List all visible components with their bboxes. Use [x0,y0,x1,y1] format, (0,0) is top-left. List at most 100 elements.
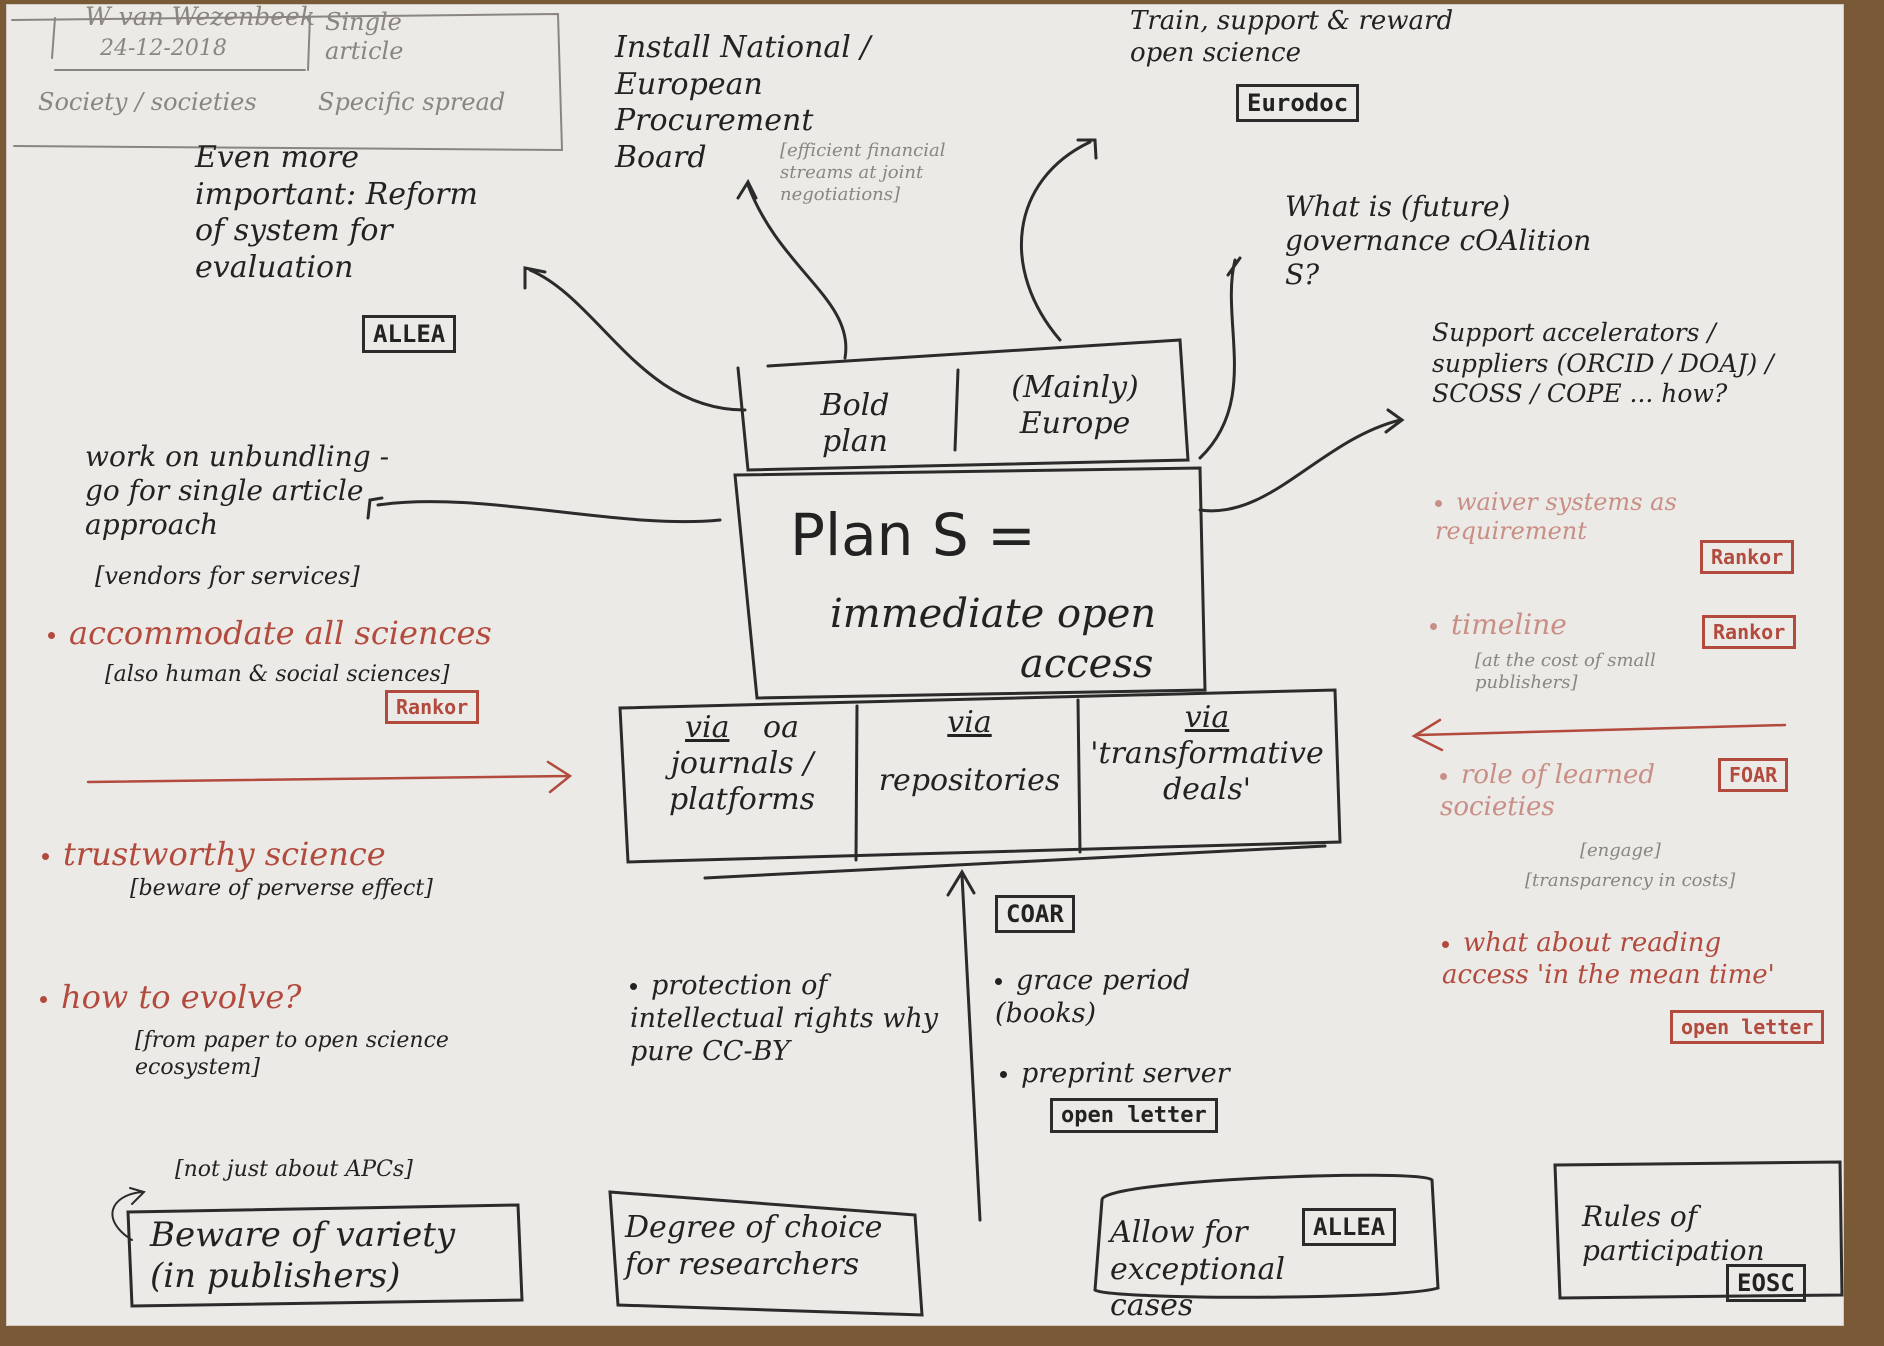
via-label-2: via [947,705,992,740]
bullet-dot [1000,1071,1007,1078]
rules-box-outline [1553,1160,1844,1300]
header-topic-right: Specific spread [318,88,506,116]
learned-note: role of learned societies [1440,760,1700,823]
via-oa-text: journals / platforms [668,746,816,817]
via-label-3: via [1184,700,1230,735]
header-topic-left: Society / societies [38,88,257,116]
evolve-sub: [from paper to open science ecosystem] [135,1028,449,1080]
coar-tag: COAR [995,895,1075,933]
reading-note: what about reading access 'in the mean t… [1442,928,1812,991]
protection-note: protection of intellectual rights why pu… [630,970,950,1069]
preprint-note: preprint server [1000,1058,1230,1091]
reading-tag: open letter [1670,1010,1825,1044]
arrow-to-train [1019,138,1098,342]
timeline-text: timeline [1451,608,1567,641]
even-more-tag: ALLEA [362,315,457,353]
trust-note: trustworthy science [42,835,386,874]
learned-sub-2: [transparency in costs] [1525,870,1736,891]
header-date: 24-12-2018 [100,36,227,61]
plan-s-subtitle-2: access [1020,641,1154,687]
bullet-dot [630,983,637,990]
timeline-note: timeline [1430,608,1567,642]
beware-box-outline [126,1203,524,1308]
learned-sub-1: [engage] [1580,840,1661,861]
bullet-dot [48,632,55,639]
header-divider [51,15,311,71]
grace-text: grace period (books) [995,965,1191,1029]
arrow-up-from-bottom [946,869,982,1222]
accomodate-tag: Rankor [385,690,480,724]
install-sub: [efficient financial streams at joint ne… [780,140,946,205]
trust-sub: [beware of perverse effect] [130,876,433,901]
bullet-dot [1442,940,1449,948]
grace-note: grace period (books) [995,965,1255,1031]
via-transformative-deals: via 'transformative deals' [1082,700,1332,808]
arrow-to-even-more [523,266,747,412]
install-note: Install National / European Procurement … [615,30,871,175]
red-arrow-left [86,760,573,794]
waiver-tag: Rankor [1700,540,1795,574]
repositories-text: repositories [878,763,1061,798]
not-apc-note: [not just about APCs] [175,1157,413,1182]
reading-text: what about reading access 'in the mean t… [1442,928,1775,990]
allow-tag: ALLEA [1302,1208,1397,1246]
arrow-to-support [1198,408,1405,513]
via-row-divider-1 [854,704,859,862]
accomodate-note: accommodate all sciences [48,614,492,653]
transformative-text: 'transformative deals' [1090,736,1324,807]
paper-sheet [6,4,1844,1326]
beware-text: Beware of variety (in publishers) [150,1215,456,1297]
degree-text: Degree of choice for researchers [625,1210,883,1282]
arrow-to-install [736,178,848,360]
red-arrow-right [1411,718,1787,752]
learned-text: role of learned societies [1440,760,1655,822]
mainly-europe: (Mainly) Europe [1011,370,1139,441]
bullet-dot [1435,500,1442,507]
train-note: Train, support & reward open science [1130,6,1454,68]
apc-arrow [111,1187,146,1241]
via-oa-label: oa [763,710,799,745]
via-row-outline [618,688,1342,864]
arrow-to-unbundling [366,496,722,524]
bullet-dot [40,996,47,1003]
train-tag: Eurodoc [1236,84,1360,122]
evolve-text: how to evolve? [61,978,302,1016]
timeline-tag: Rankor [1702,615,1797,649]
accomodate-sub: [also human & social sciences] [105,662,450,687]
via-repositories: via repositories [862,705,1077,799]
via-oa-journals: via oa journals / platforms [632,710,852,818]
timeline-sub: [at the cost of small publishers] [1475,650,1656,693]
plan-s-subtitle-1: immediate open [830,591,1157,637]
bullet-dot [995,978,1002,985]
bold-plan: Bold plan [820,388,890,459]
unbundling-sub: [vendors for services] [95,562,360,590]
governance-note: What is (future) governance cOAlition S? [1285,190,1592,292]
waiver-text: waiver systems as requirement [1435,488,1677,546]
header-author: W van Wezenbeek [85,2,315,31]
preprint-tag: open letter [1050,1098,1218,1133]
bullet-dot [1430,623,1437,630]
top-box-outline [736,338,1190,472]
protection-text: protection of intellectual rights why pu… [630,970,939,1067]
evolve-note: how to evolve? [40,978,301,1017]
top-box-divider [953,368,960,452]
arrow-to-governance [1198,256,1242,460]
trust-text: trustworthy science [63,835,386,873]
allow-text: Allow for exceptional cases [1110,1215,1285,1324]
rules-text: Rules of participation [1582,1200,1765,1268]
via-label-1: via [685,710,730,745]
via-row-divider-2 [1076,698,1082,854]
support-note: Support accelerators / suppliers (ORCID … [1432,318,1774,408]
via-row-underline [703,844,1327,880]
learned-tag: FOAR [1718,758,1789,792]
center-box-outline [733,466,1207,700]
preprint-text: preprint server [1021,1058,1230,1089]
even-more-note: Even more important: Reform of system fo… [195,140,478,285]
header-topic-top: Single article [325,8,404,66]
header-box-outline [11,12,564,152]
degree-box-outline [608,1190,924,1317]
accomodate-text: accommodate all sciences [69,614,492,652]
waiver-note: waiver systems as requirement [1435,488,1765,547]
unbundling-note: work on unbundling - go for single artic… [85,440,390,542]
